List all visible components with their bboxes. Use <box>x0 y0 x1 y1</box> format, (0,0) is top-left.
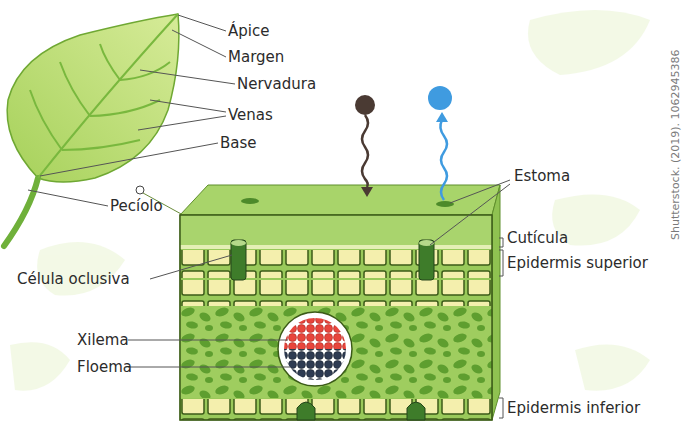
part-label: Venas <box>228 106 273 124</box>
part-label: Margen <box>228 48 284 66</box>
part-label: Epidermis inferior <box>507 399 640 417</box>
part-label: Base <box>220 134 257 152</box>
part-label: Nervadura <box>237 75 316 93</box>
part-label: Cutícula <box>507 229 568 247</box>
part-label: Estoma <box>514 167 570 185</box>
part-label: Pecíolo <box>110 197 163 215</box>
part-label: Floema <box>77 358 132 376</box>
part-label: Epidermis superior <box>507 254 648 272</box>
part-label: Xilema <box>77 331 129 349</box>
part-label: Ápice <box>228 22 269 40</box>
watermark: Shutterstock. (2019). 1062945386 <box>667 49 685 240</box>
part-label: Célula oclusiva <box>17 270 130 288</box>
